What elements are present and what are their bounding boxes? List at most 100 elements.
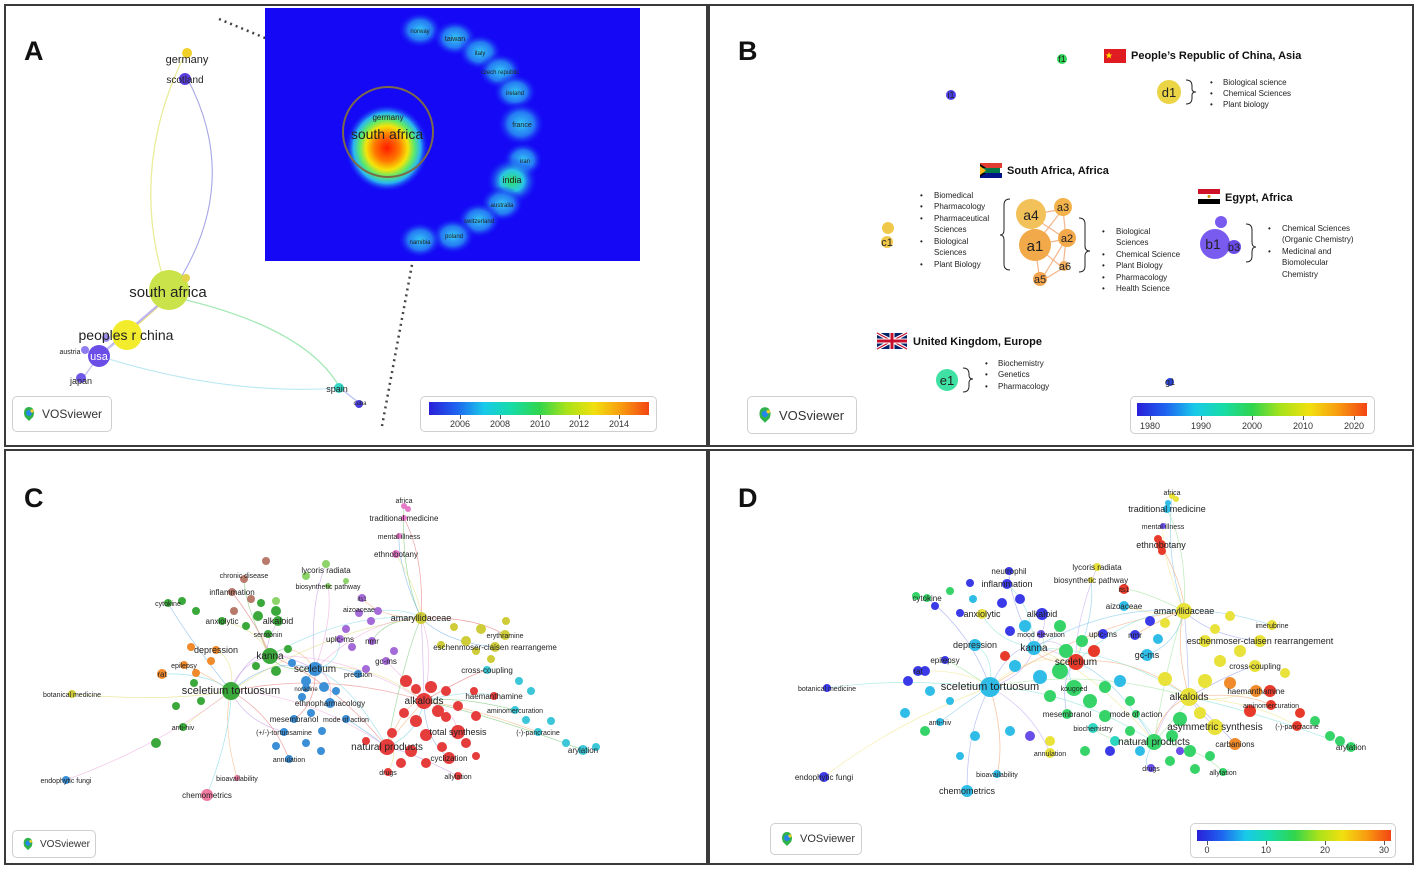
vosviewer-logo-d: VOSviewer	[770, 823, 862, 855]
network-node	[400, 675, 412, 687]
network-node	[1088, 645, 1100, 657]
node-label-sceletium: sceletium	[294, 664, 336, 675]
uk-item: Pharmacology	[998, 382, 1049, 391]
network-node	[515, 677, 523, 685]
node-label-imerubrine: imerubrine	[1255, 623, 1288, 630]
heading-china: People’s Republic of China, Asia	[1131, 50, 1302, 62]
vosviewer-logo-text: VOSviewer	[800, 833, 856, 845]
node-label-arylation: arylation	[568, 746, 598, 755]
network-node	[966, 579, 974, 587]
network-node	[252, 662, 260, 670]
node-haemanthamine	[1250, 685, 1262, 697]
svg-text:•: •	[985, 382, 988, 391]
node-label-mode-of-action: mode of action	[323, 717, 369, 724]
node-label-inflammation: inflammation	[209, 588, 254, 597]
node-label-kanna: kanna	[1020, 643, 1048, 654]
colorbar-b-tick: 1980	[1139, 421, 1161, 431]
node-nmr	[368, 637, 376, 645]
node-label-endophytic-fungi: endophytic fungi	[41, 778, 92, 785]
network-node	[453, 701, 463, 711]
network-node	[262, 557, 270, 565]
node-label-depression: depression	[194, 645, 238, 655]
network-node	[1224, 677, 1236, 689]
colorbar-b-gradient	[1137, 403, 1367, 416]
inset-label-switzerland: switzerland	[464, 219, 494, 225]
node-label-mesembranol: mesembranol	[1043, 710, 1092, 719]
node-f1	[1057, 54, 1067, 64]
network-node	[997, 598, 1007, 608]
network-node	[900, 708, 910, 718]
network-node	[1135, 746, 1145, 756]
network-node	[1310, 716, 1320, 726]
network-node	[1225, 611, 1235, 621]
vosviewer-logo-icon	[759, 407, 771, 423]
node-biosynthetic-pathway	[325, 583, 331, 589]
network-node	[332, 687, 340, 695]
network-node	[441, 686, 451, 696]
network-edge	[420, 617, 429, 702]
network-node	[502, 617, 510, 625]
network-node	[1194, 707, 1206, 719]
node-label-aminomercuration: aminomercuration	[1243, 703, 1299, 710]
network-node	[1044, 690, 1056, 702]
network-node	[421, 758, 431, 768]
network-node	[271, 606, 281, 616]
node-kougoed	[1066, 680, 1082, 696]
node-label-japan: japan	[69, 376, 92, 386]
node-annulation	[1045, 748, 1055, 758]
node-label-germany: germany	[166, 54, 209, 66]
svg-text:•: •	[1268, 224, 1271, 233]
colorbar-b-tick: 1990	[1190, 421, 1212, 431]
node-label-allylation: allylation	[1209, 770, 1236, 777]
node-label-gc-ms: gc-ms	[1135, 650, 1160, 660]
network-node	[472, 752, 480, 760]
inset-label-germany: germany	[372, 113, 403, 122]
node-kanna	[1027, 641, 1041, 655]
node-ethnobotany	[1156, 540, 1166, 550]
network-edge	[989, 610, 1185, 688]
node-label-chemometrics: chemometrics	[182, 791, 232, 800]
network-node	[1335, 736, 1345, 746]
node-label-cyclization: cyclization	[431, 754, 468, 763]
network-node	[390, 647, 398, 655]
node-noradine	[302, 684, 310, 692]
inset-label-namibia: namibia	[409, 240, 431, 246]
node-haemanthamine	[490, 692, 498, 700]
network-edge	[398, 535, 422, 619]
node-cytokine	[164, 599, 172, 607]
node-bioavailability	[993, 770, 1001, 778]
network-edge	[314, 666, 425, 702]
sa-right-item: Chemical Science	[1116, 250, 1181, 259]
node-label-usa: usa	[90, 351, 109, 363]
node-label-bioavailability: bioavailability	[976, 772, 1018, 779]
network-node	[374, 607, 382, 615]
node-pancracine	[534, 728, 542, 736]
node-allylation	[454, 772, 462, 780]
network-edge	[65, 690, 232, 781]
node-label-cross-coupling: cross-coupling	[461, 666, 513, 675]
svg-text:•: •	[1210, 100, 1213, 109]
node-chemometrics	[961, 785, 973, 797]
node-label-i1: i1	[947, 90, 954, 100]
node-label-cytokine: cytokine	[155, 601, 181, 608]
network-edge	[1153, 610, 1185, 743]
network-node	[487, 655, 495, 663]
node-kanna	[262, 648, 278, 664]
colorbar-b: 1980 1990 2000 2010 2020	[1130, 396, 1375, 434]
node-a3	[1054, 198, 1072, 216]
svg-text:•: •	[1102, 273, 1105, 282]
node-natural-products	[1146, 734, 1162, 750]
node-label-aminomercuration: aminomercuration	[487, 708, 543, 715]
network-node	[362, 665, 370, 673]
colorbar-d-tick: 0	[1204, 845, 1210, 855]
node-anti-hiv	[936, 718, 944, 726]
network-edge	[312, 563, 327, 670]
network-node	[420, 729, 432, 741]
vosviewer-logo-icon	[782, 832, 792, 846]
node-label-pancracine: (-)-pancracine	[1275, 724, 1319, 731]
node-botanical-medicine	[68, 690, 76, 698]
node-aizoaceae	[1119, 601, 1129, 611]
node-label-peoples-r-china: peoples r china	[79, 327, 174, 343]
network-node	[1173, 712, 1187, 726]
network-node	[432, 705, 444, 717]
